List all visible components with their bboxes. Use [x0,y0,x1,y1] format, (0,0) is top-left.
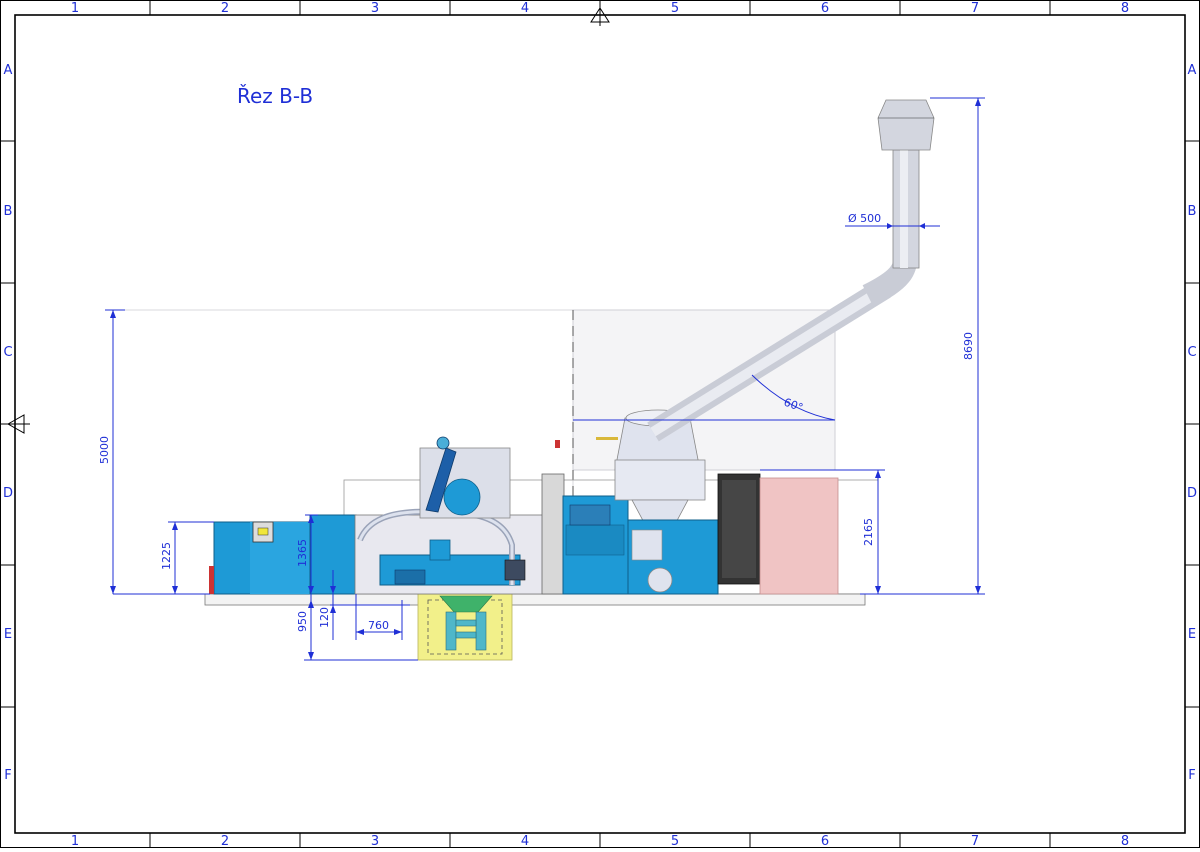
centering-triangle-icon [3,0,610,434]
dim-hall-height: 5000 [98,309,125,594]
collection-drum [647,567,673,593]
row-label: B [1188,204,1197,219]
dim-angle: 60° [573,374,836,421]
column-label: 7 [971,834,979,848]
column-label: 5 [671,834,679,848]
screw-conveyor [425,447,457,513]
row-label: E [1188,627,1196,642]
row-label: F [1188,768,1195,783]
row-ticks [0,140,1200,708]
pump-right [504,559,526,581]
column-label: 7 [971,1,979,16]
column-label: 6 [821,1,829,16]
dim-tank-height-label: 1225 [160,542,173,570]
dim-offset: 760 [355,594,403,640]
dark-cabinet-panel [722,480,756,578]
stack-cap [877,99,935,151]
dim-angle-label: 60° [782,396,805,415]
dim-total-height-label: 8690 [962,332,975,360]
conveyor-drum [443,478,481,516]
row-label: B [4,204,13,219]
dim-cabinet-height: 2165 [760,469,885,594]
column-label: 2 [221,1,229,16]
dim-pit-depth: 950 [296,594,418,661]
column-label: 5 [671,1,679,16]
row-labels-right: A B C D E F [1187,63,1197,783]
column-label: 8 [1121,1,1129,16]
motor-unit [569,504,611,526]
dim-step-height-label: 120 [318,607,331,628]
row-labels-left: A B C D E F [3,63,13,783]
cabinet-door [565,524,625,556]
pink-cabinet [759,477,839,595]
row-label: D [3,486,13,501]
filter-hopper [631,529,663,561]
dim-cabinet-height-label: 2165 [862,518,875,546]
cyclone-body [614,459,706,501]
row-label: A [1188,63,1197,78]
dim-mixer-height-label: 1365 [296,539,309,567]
control-box-display [257,527,269,536]
row-label: C [1187,345,1196,360]
column-ticks [149,0,1051,848]
column-label: 2 [221,834,229,848]
column-labels-top: 1 2 3 4 5 6 7 8 [71,1,1129,16]
dim-hall-height-label: 5000 [98,436,111,464]
column-label: 1 [71,1,79,16]
row-label: E [4,627,12,642]
row-label: C [3,345,12,360]
valve-block [429,539,451,561]
dim-pit-depth-label: 950 [296,611,309,632]
cabinet-side [541,473,565,595]
pump-left [394,569,426,585]
dim-mixer-height: 1365 [296,514,318,594]
stack-highlight [900,150,908,268]
column-labels-bottom: 1 2 3 4 5 6 7 8 [71,834,1129,849]
row-label: A [4,63,13,78]
column-label: 3 [371,1,379,16]
side-valve [209,566,214,594]
column-label: 4 [521,1,529,16]
pit-supports [445,611,487,651]
dim-tank-height: 1225 [160,521,214,594]
row-label: F [4,768,11,783]
column-label: 1 [71,834,79,848]
dim-pipe-diameter-label: Ø 500 [848,212,881,225]
column-label: 6 [821,834,829,848]
floor-slab [204,593,866,606]
column-label: 8 [1121,834,1129,848]
row-label: D [1187,486,1197,501]
column-label: 4 [521,834,529,848]
dim-total-height: 8690 [860,97,985,595]
dim-pipe-diameter: Ø 500 [845,212,940,229]
conveyor-motor [436,436,450,450]
indicator-light [555,440,560,448]
dim-offset-label: 760 [368,619,389,632]
column-label: 3 [371,834,379,848]
dim-step-height: 120 [318,570,410,640]
section-title: Řez B-B [237,84,313,108]
yellow-bar [596,437,618,440]
exhaust-pipe-diagonal-highlight [650,283,888,437]
